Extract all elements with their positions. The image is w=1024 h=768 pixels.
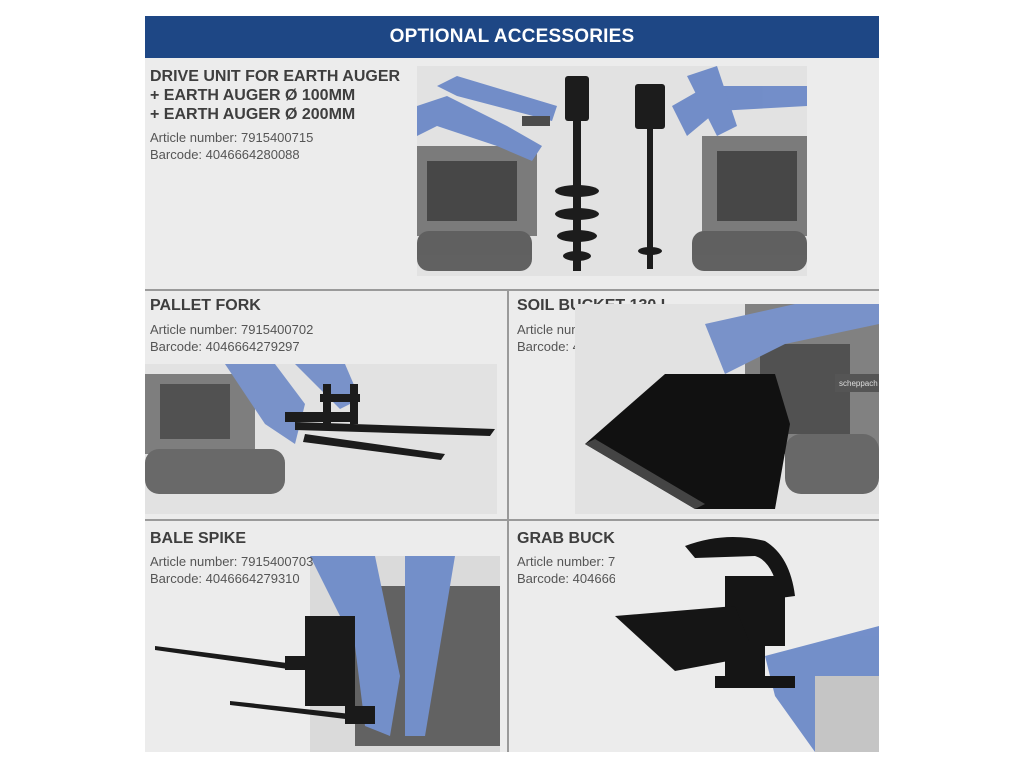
bale-spike-article-number: Article number: 7915400703 xyxy=(150,554,314,569)
divider-col-row-3 xyxy=(507,521,509,752)
bale-spike xyxy=(155,616,375,724)
grab-bucket-title-line-1: GRAB BUCKET xyxy=(517,530,636,547)
bale-spike-title-line-1: BALE SPIKE xyxy=(150,530,247,547)
auger-100mm xyxy=(555,76,599,271)
section-header: OPTIONAL ACCESSORIES xyxy=(145,16,879,58)
pallet-fork-meta: Article number: 7915400702 Barcode: 4046… xyxy=(150,321,313,355)
accessories-sheet: OPTIONAL ACCESSORIES DRIVE UNIT FOR EART… xyxy=(145,16,879,752)
auger-title-line-1: DRIVE UNIT FOR EARTH AUGER xyxy=(150,68,401,85)
bale-spike-photo xyxy=(155,556,500,752)
soil-bucket xyxy=(585,374,790,509)
auger-machine-left xyxy=(417,76,557,271)
auger-title: DRIVE UNIT FOR EARTH AUGER + EARTH AUGER… xyxy=(150,67,400,124)
auger-title-line-3: + EARTH AUGER Ø 200MM xyxy=(150,106,356,123)
auger-article-number: Article number: 7915400715 xyxy=(150,130,314,145)
soil-bucket-photo: scheppach xyxy=(575,304,879,514)
auger-meta: Article number: 7915400715 Barcode: 4046… xyxy=(150,129,313,163)
bale-spike-title: BALE SPIKE xyxy=(150,529,246,548)
pallet-fork-article-number: Article number: 7915400702 xyxy=(150,322,314,337)
grab-bucket xyxy=(615,537,795,688)
pallet-fork xyxy=(285,384,495,460)
bale-spike-barcode: Barcode: 4046664279310 xyxy=(150,571,300,586)
scheppach-logo: scheppach xyxy=(839,379,878,388)
pallet-fork-title-line-1: PALLET FORK xyxy=(150,297,261,314)
header-title: OPTIONAL ACCESSORIES xyxy=(389,26,635,47)
divider-row-1 xyxy=(145,289,879,291)
auger-barcode: Barcode: 4046664280088 xyxy=(150,147,300,162)
grab-bucket-title: GRAB BUCKET xyxy=(517,529,635,548)
auger-200mm xyxy=(635,84,665,269)
auger-title-line-2: + EARTH AUGER Ø 100MM xyxy=(150,87,356,104)
pallet-fork-barcode: Barcode: 4046664279297 xyxy=(150,339,300,354)
grab-bucket-photo xyxy=(615,526,879,752)
grab-bucket-machine xyxy=(765,626,879,752)
auger-machine-right xyxy=(672,66,807,271)
pallet-fork-photo xyxy=(145,364,497,514)
pallet-fork-title: PALLET FORK xyxy=(150,296,261,315)
divider-row-2 xyxy=(145,519,879,521)
bale-spike-meta: Article number: 7915400703 Barcode: 4046… xyxy=(150,553,313,587)
divider-col-row-2 xyxy=(507,291,509,519)
auger-photo xyxy=(417,66,807,276)
